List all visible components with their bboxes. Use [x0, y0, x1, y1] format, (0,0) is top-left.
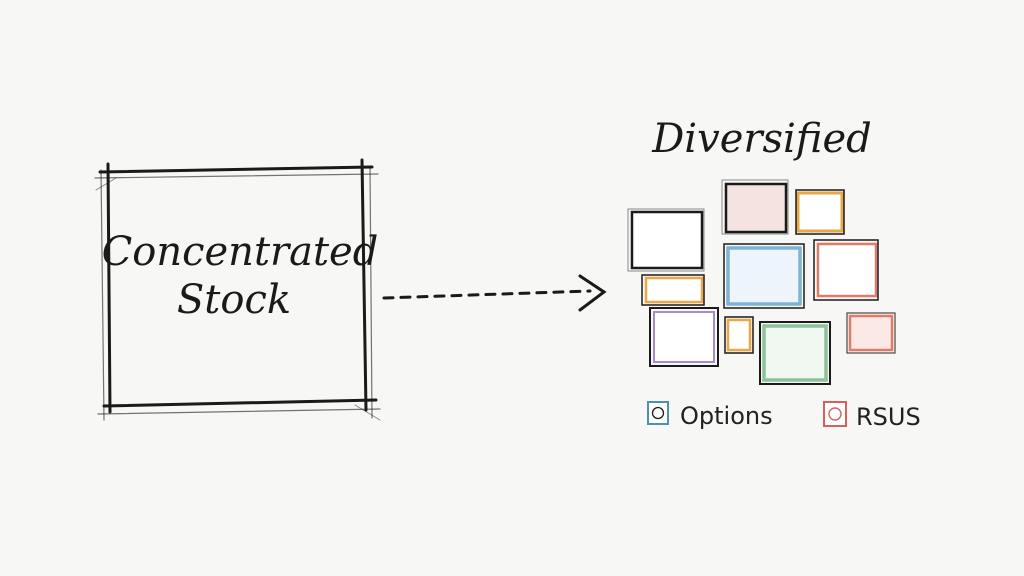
small-box — [813, 239, 879, 301]
concentrated-label: Concentrated — [102, 229, 379, 275]
legend-item-rsus: RSUS — [823, 401, 921, 431]
options-icon — [647, 401, 669, 425]
small-box — [795, 189, 845, 235]
legend-rsus-label: RSUS — [856, 403, 921, 431]
diversified-title: Diversified — [651, 116, 872, 162]
stock-label: Stock — [177, 277, 291, 323]
small-box — [724, 316, 754, 354]
small-box — [641, 274, 705, 306]
small-box — [649, 307, 719, 367]
legend: Options RSUS — [647, 401, 921, 431]
concentrated-stock-box — [94, 158, 381, 421]
diversified-boxes — [627, 179, 896, 385]
small-box — [721, 179, 789, 235]
small-box — [846, 312, 896, 354]
legend-item-options: Options — [647, 401, 773, 430]
dashed-arrow — [382, 274, 607, 312]
small-box — [759, 321, 831, 385]
rsus-icon — [823, 401, 847, 427]
small-box — [723, 243, 805, 309]
legend-options-label: Options — [680, 402, 773, 430]
small-box — [627, 208, 705, 272]
